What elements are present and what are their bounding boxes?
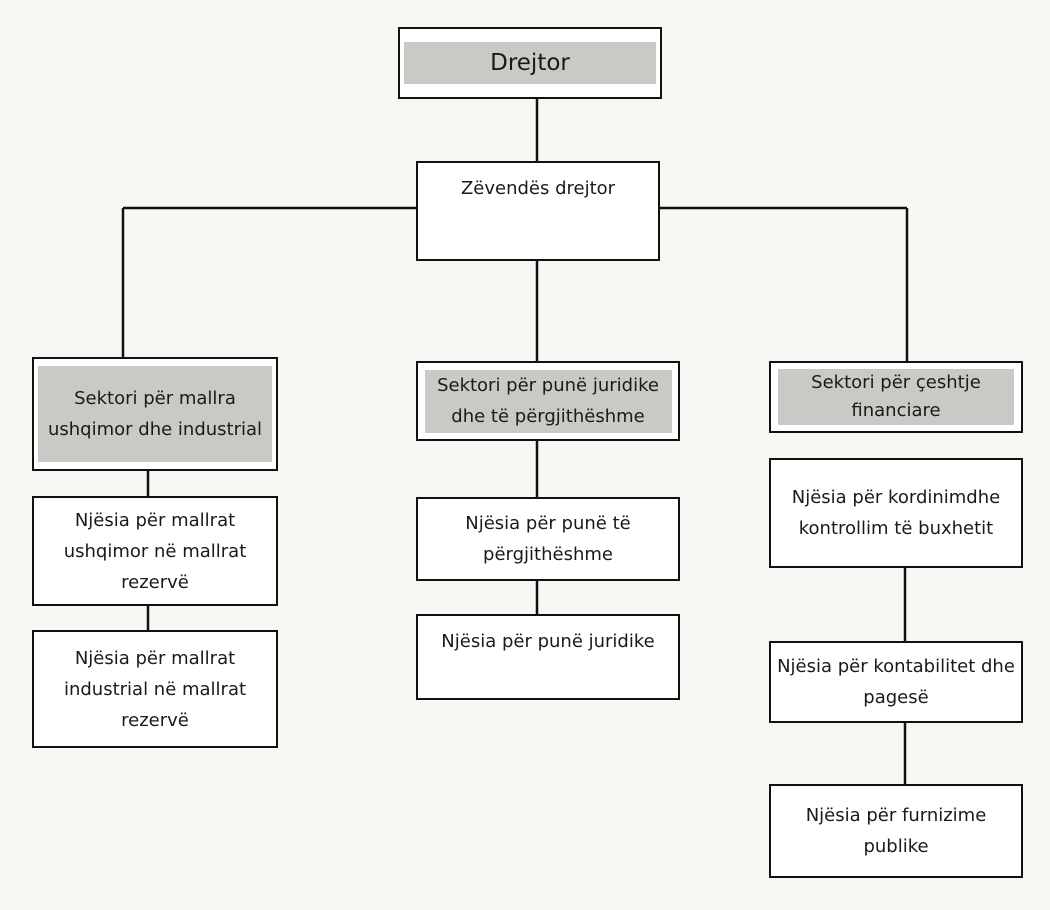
unit-food-reserve-label: Njësia për mallrat ushqimor në mallrat r… [63, 509, 247, 593]
sector-finance-label: Sektori për çeshtje financiare [778, 369, 1014, 425]
sector-legal-box: Sektori për punë juridike dhe të përgjit… [416, 361, 680, 441]
unit-budget-control-box: Njësia për kordinimdhe kontrollim të bux… [769, 458, 1023, 568]
unit-accounting-label: Njësia për kontabilitet dhe pagesë [777, 656, 1015, 708]
unit-budget-control-label: Njësia për kordinimdhe kontrollim të bux… [791, 487, 1001, 539]
unit-industrial-reserve-label: Njësia për mallrat industrial në mallrat… [63, 647, 247, 731]
deputy-director-box: Zëvendës drejtor [416, 161, 660, 261]
unit-procurement-label: Njësia për furnizime publike [805, 805, 987, 857]
unit-food-reserve-box: Njësia për mallrat ushqimor në mallrat r… [32, 496, 278, 606]
unit-industrial-reserve-box: Njësia për mallrat industrial në mallrat… [32, 630, 278, 748]
unit-legal-affairs-box: Njësia për punë juridike [416, 614, 680, 700]
unit-legal-affairs-label: Njësia për punë juridike [441, 631, 655, 652]
unit-general-affairs-label: Njësia për punë të përgjithëshme [465, 513, 631, 565]
unit-accounting-box: Njësia për kontabilitet dhe pagesë [769, 641, 1023, 723]
director-label: Drejtor [404, 42, 656, 84]
deputy-director-label: Zëvendës drejtor [460, 178, 616, 199]
sector-finance-box: Sektori për çeshtje financiare [769, 361, 1023, 433]
sector-goods-label: Sektori për mallra ushqimor dhe industri… [38, 366, 272, 462]
sector-goods-box: Sektori për mallra ushqimor dhe industri… [32, 357, 278, 471]
sector-legal-label: Sektori për punë juridike dhe të përgjit… [424, 369, 672, 433]
unit-procurement-box: Njësia për furnizime publike [769, 784, 1023, 878]
unit-general-affairs-box: Njësia për punë të përgjithëshme [416, 497, 680, 581]
director-box: Drejtor [398, 27, 662, 99]
